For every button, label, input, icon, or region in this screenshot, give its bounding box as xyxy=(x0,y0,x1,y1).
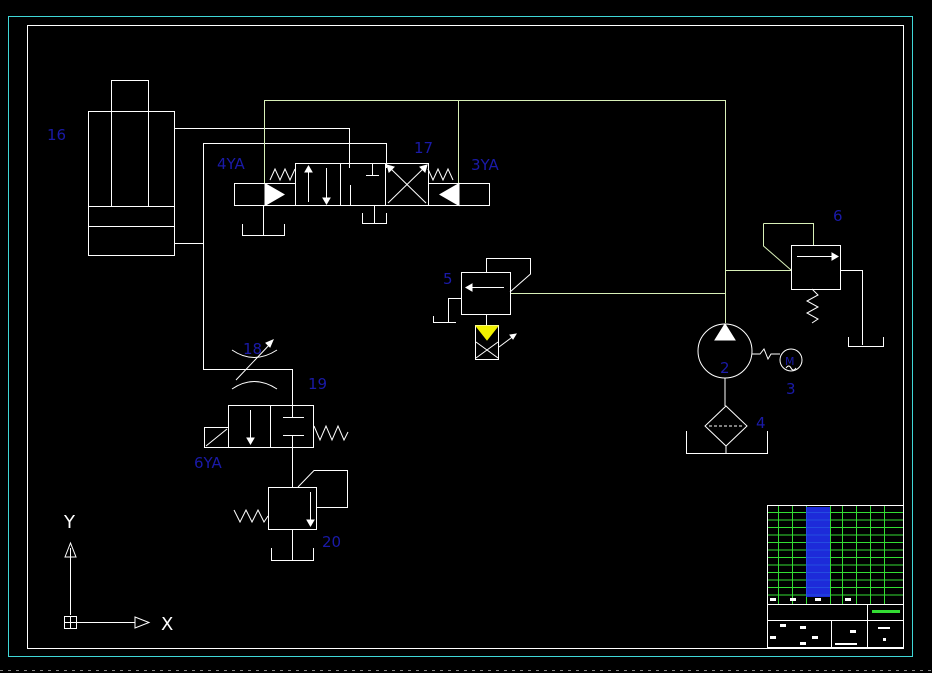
throttle-valve xyxy=(231,339,278,390)
label-relief-valve-5: 5 xyxy=(443,270,453,288)
title-block-mark xyxy=(850,630,856,633)
filter xyxy=(686,405,768,454)
label-valve-19: 19 xyxy=(308,375,327,393)
title-block-mark xyxy=(770,636,776,639)
ucs-axis-icon xyxy=(64,541,151,629)
label-coil-6ya: 6YA xyxy=(194,454,223,472)
title-block-mark xyxy=(815,598,821,601)
label-cylinder-16: 16 xyxy=(47,126,66,144)
title-block-mark xyxy=(845,598,851,601)
pump xyxy=(697,323,780,406)
pressure-valve xyxy=(233,470,348,561)
outer-frame xyxy=(8,16,913,657)
label-relief-valve-6: 6 xyxy=(833,207,843,225)
label-throttle-18: 18 xyxy=(243,340,262,358)
label-motor-3: 3 xyxy=(786,380,796,398)
label-motor-m: M xyxy=(785,355,795,368)
pressure-pipes xyxy=(264,100,814,323)
label-pump-2: 2 xyxy=(720,359,730,377)
title-block-mark xyxy=(790,598,796,601)
relief-valve-small xyxy=(433,258,531,360)
label-filter-4: 4 xyxy=(756,414,766,432)
inner-frame xyxy=(27,25,904,649)
title-block xyxy=(767,505,904,648)
hydraulic-cylinder xyxy=(88,80,175,256)
lower-directional-valve xyxy=(204,405,349,487)
label-coil-4ya: 4YA xyxy=(217,155,246,173)
title-block-mark xyxy=(800,642,806,645)
axis-label-y: Y xyxy=(63,512,76,533)
directional-valve xyxy=(234,163,490,236)
relief-valve-main xyxy=(791,245,884,347)
title-block-mark xyxy=(780,624,786,627)
cylinder-pipes xyxy=(174,128,387,406)
motor xyxy=(779,348,803,372)
axis-label-x: X xyxy=(161,614,173,635)
label-valve-20: 20 xyxy=(322,533,341,551)
title-block-mark xyxy=(800,626,806,629)
label-coil-3ya: 3YA xyxy=(471,156,500,174)
title-block-mark xyxy=(812,636,818,639)
title-block-mark xyxy=(770,598,776,601)
label-valve-17: 17 xyxy=(414,139,433,157)
